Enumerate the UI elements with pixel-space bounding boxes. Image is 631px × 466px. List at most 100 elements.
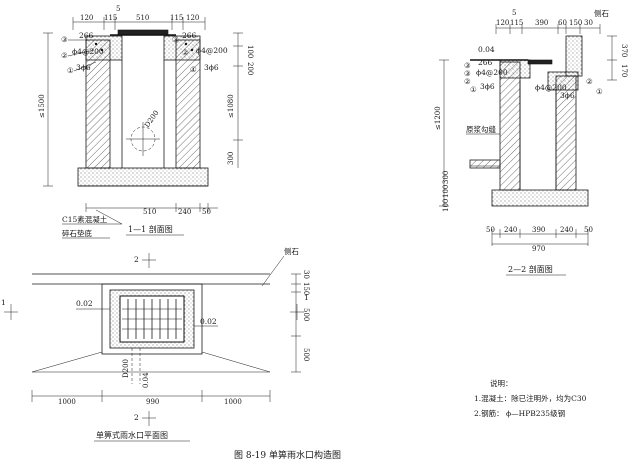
dim2-low-300: 300 [442,171,450,184]
plan-dim-1000b: 1000 [224,398,242,406]
notes-line-1: 1.混凝土：除已注明外，均为C30 [474,393,587,403]
dim-bottom-510: 510 [143,208,156,216]
dim2-bottom-240b: 240 [560,226,573,234]
circle2-c: ② [464,77,471,86]
left-circle-3: ③ [61,35,68,44]
dim-right-100: 100 [246,45,254,58]
slab-joint [469,159,501,169]
slope-left: 0.02 [76,299,93,308]
dim2-right-370: 370 [620,44,628,57]
notes-line-2: 2.钢筋： ϕ—HPB235级钢 [474,408,565,418]
plan-dim-150: 150 [302,282,310,295]
right-circle-3: ③ [172,35,179,44]
section-1-1: 5 120 115 510 115 120 D200 266 ϕ4@200 [38,5,254,239]
circle2-d: ① [470,85,477,94]
dim2-left-height: ≤1200 [434,106,442,130]
label2-right-3phi6: 3ϕ6 [560,91,575,100]
marker-2-top: 2 [134,255,139,264]
dim2-bottom-240a: 240 [504,226,517,234]
notes-heading: 说明： [490,378,513,388]
right-collar-2 [547,71,579,91]
inlet-outer-frame [101,283,203,355]
plan-view: 2 2 1 1 侧石 [1,246,310,442]
marker-2-bottom: 2 [134,413,139,422]
note-gravel: 碎石垫底 [62,228,92,238]
dim2-low-100a: 100 [442,199,450,212]
right-circle-2: ② [182,48,189,57]
plan-dim-500b: 500 [302,348,310,361]
grate-section-2 [527,59,553,65]
dim2-bottom-50a: 50 [486,226,495,234]
left-collar [85,35,123,61]
right-label-rebar: ϕ4@200 [196,46,228,55]
circle2-right-1: ① [596,87,603,96]
dim2-top-115: 115 [510,19,523,27]
right-wall [175,39,201,169]
dim2-top-390: 390 [535,19,548,27]
right-label-3phi6: 3ϕ6 [204,63,219,72]
orig-joint-label: 原浆勾缝 [466,124,496,134]
dim-right-height: ≤1080 [227,94,235,118]
dim2-top-120: 120 [496,19,509,27]
dim2-bottom-390: 390 [532,226,545,234]
dim2-top-60: 60 [558,19,567,27]
section-2-2: 5 120 115 390 60 150 30 侧石 0.04 266 ϕ4@2… [434,8,628,276]
title-section-2-2: 2—2 剖面图 [508,264,553,274]
curb-label-plan: 侧石 [284,246,299,256]
slope-right: 0.02 [200,317,217,326]
plan-dim-990: 990 [146,398,159,406]
plan-dim-1000a: 1000 [58,398,76,406]
dim2-low-100b: 100 [442,185,450,198]
circle2-b: ③ [464,69,471,78]
circle2-right-2: ② [586,77,593,86]
dim-top-115-right: 115 [170,14,183,22]
dim-bottom-50: 50 [202,208,211,216]
grate-section [117,29,169,36]
plan-dim-500a: 500 [302,308,310,321]
grate-bars [122,299,182,339]
pipe-label-d200: D200 [143,109,160,129]
right-label-266: 266 [182,31,197,40]
label2-right-rebar: ϕ4@200 [535,83,567,92]
left-circle-2: ② [61,51,68,60]
dim2-top-30: 30 [584,19,593,27]
dim-top-5: 5 [116,5,120,13]
label2-rebar: ϕ4@200 [476,68,508,77]
dim-right-200: 200 [246,62,254,75]
dim-bottom-240: 240 [178,208,191,216]
marker-1-left: 1 [1,298,6,307]
dim-top-120-left: 120 [80,14,93,22]
label2-004: 0.04 [478,45,495,54]
dim-top-115-left: 115 [104,14,117,22]
curb-label-2: 侧石 [594,8,609,18]
label2-3phi6: 3ϕ6 [480,82,495,91]
dim-top-120-right: 120 [186,14,199,22]
dim2-top-5: 5 [512,9,516,17]
dim2-top-150: 150 [569,19,582,27]
slope-bottom: 0.04 [142,372,150,388]
figure-caption: 图 8-19 单箅雨水口构造图 [234,449,341,461]
concrete-base [77,167,209,187]
note-concrete: C15素混凝土 [62,214,108,224]
circle2-a: ③ [464,61,471,70]
curb-stone [565,35,583,77]
concrete-base-2 [491,189,589,207]
pipe-plan: D200 [122,359,130,378]
marker-1-right: 1 [304,293,309,302]
dim2-right-170: 170 [620,64,628,77]
title-plan: 单箅式雨水口平面图 [96,430,168,440]
notes: 说明： 1.混凝土：除已注明外，均为C30 2.钢筋： ϕ—HPB235级钢 [474,378,587,418]
label2-266: 266 [478,58,493,67]
dim-top-510: 510 [136,14,149,22]
left-circle-1: ① [67,66,74,75]
dim-bottom-300: 300 [227,152,235,165]
dim2-total: 970 [532,245,545,253]
left-wall-2 [499,61,521,191]
title-section-1-1: 1—1 剖面图 [128,224,173,234]
left-label-266: 266 [79,31,94,40]
dim-left-height: ≤1500 [38,94,46,118]
dim2-bottom-50b: 50 [584,226,593,234]
plan-dim-30: 30 [302,270,310,279]
left-label-3phi6: 3ϕ6 [76,63,91,72]
